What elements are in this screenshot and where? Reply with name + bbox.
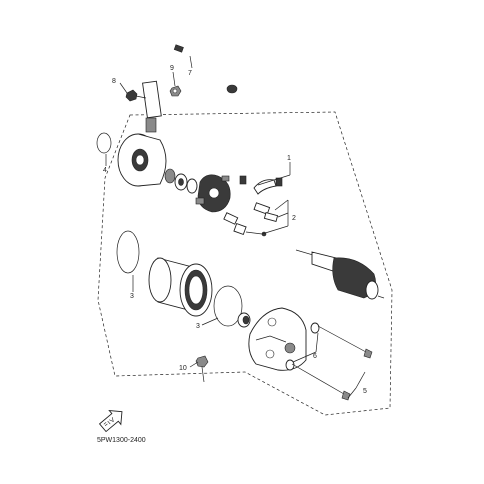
callout-2: 2	[292, 215, 296, 222]
callout-10: 10	[179, 365, 187, 372]
o-ring-6	[285, 322, 320, 371]
front-arrow-icon	[98, 409, 123, 433]
leader-lines	[105, 55, 366, 399]
assembly-boundary	[97, 111, 393, 416]
callout-1: 1	[287, 155, 291, 162]
callout-7: 7	[188, 70, 192, 77]
o-ring-4	[96, 132, 112, 154]
o-ring-3-right	[213, 285, 243, 327]
bolt-8	[125, 89, 147, 102]
lead-wire	[142, 44, 238, 133]
bolt-10	[195, 355, 209, 383]
brush-holder	[195, 174, 231, 213]
rear-cover	[248, 307, 307, 371]
callout-4: 4	[103, 167, 107, 174]
callout-8: 8	[112, 78, 116, 85]
yoke	[148, 257, 213, 317]
front-cover	[117, 133, 167, 187]
nut-9	[169, 85, 182, 97]
armature	[295, 249, 385, 300]
reference-code: 5PW1300-2400	[97, 437, 146, 444]
washers	[164, 168, 198, 194]
brushes	[223, 175, 283, 237]
callout-9: 9	[170, 65, 174, 72]
callout-5: 5	[363, 388, 367, 395]
o-ring-3-left	[116, 230, 140, 274]
callout-3-right: 3	[196, 323, 200, 330]
callout-3-left: 3	[130, 293, 134, 300]
callout-6: 6	[313, 353, 317, 360]
rear-seal	[237, 312, 251, 328]
through-bolts	[291, 325, 373, 401]
